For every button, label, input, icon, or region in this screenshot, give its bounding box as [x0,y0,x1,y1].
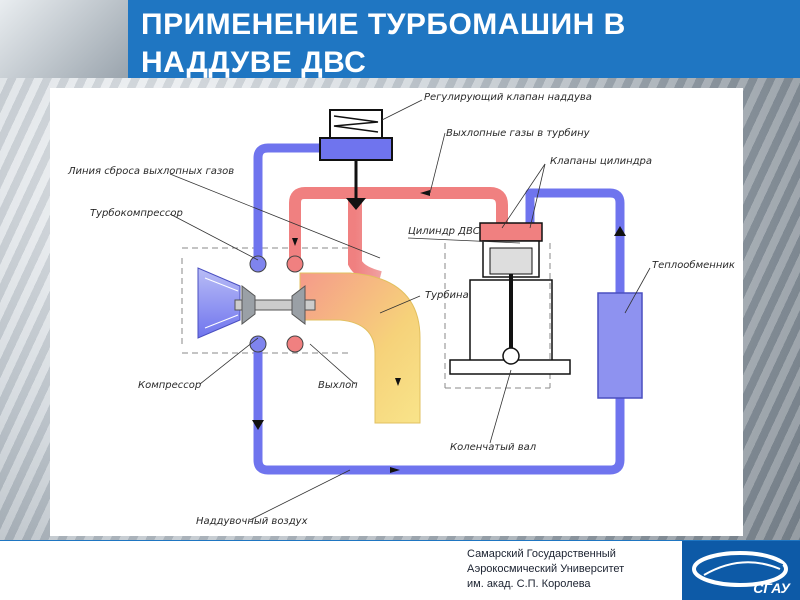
label-charge-air: Наддувочный воздух [196,516,308,527]
label-crankshaft: Коленчатый вал [450,442,537,453]
title-bar [128,0,800,78]
university-line-3: им. акад. С.П. Королева [467,578,591,590]
label-exhaust: Выхлоп [318,380,358,391]
label-exhaust-to-turbine: Выхлопные газы в турбину [446,127,591,139]
flow-arrows [252,190,626,473]
label-wastegate-valve: Регулирующий клапан наддува [424,92,592,103]
turbine-scroll [299,272,421,424]
label-heat-exchanger: Теплообменник [652,259,735,271]
wastegate-valve [319,109,393,210]
university-logo: СГАУ [682,541,800,600]
logo-text: СГАУ [753,580,790,596]
label-cylinder-valves: Клапаны цилиндра [550,156,652,167]
university-name: Самарский Государственный Аэрокосмически… [467,547,682,592]
label-bypass-line: Линия сброса выхлопных газов [67,165,234,177]
label-turbocompressor: Турбокомпрессор [90,207,183,219]
turbocharger-rotor [234,255,316,353]
turbocharger-diagram: Регулирующий клапан наддува Выхлопные га… [67,92,735,527]
university-line-1: Самарский Государственный [467,548,616,560]
label-turbine: Турбина [425,289,469,301]
exhaust-path [289,187,508,263]
title-left-decoration [0,0,128,78]
heat-exchanger [597,292,643,399]
leader-lines [169,99,651,521]
university-line-2: Аэрокосмический Университет [467,563,625,575]
title-line-1: ПРИМЕНЕНИЕ ТУРБОМАШИН В [141,8,626,41]
title-line-2: НАДДУВЕ ДВС [141,46,367,79]
label-compressor: Компрессор [138,380,201,391]
compressor-inlet [197,267,241,339]
charge-air-loop [253,143,625,475]
label-cylinder: Цилиндр ДВС [408,226,480,237]
footer-bar [0,541,800,600]
logo-emblem-icon [692,551,788,587]
slide-title: ПРИМЕНЕНИЕ ТУРБОМАШИН В НАДДУВЕ ДВС [141,6,781,82]
wastegate-bypass [348,200,382,285]
